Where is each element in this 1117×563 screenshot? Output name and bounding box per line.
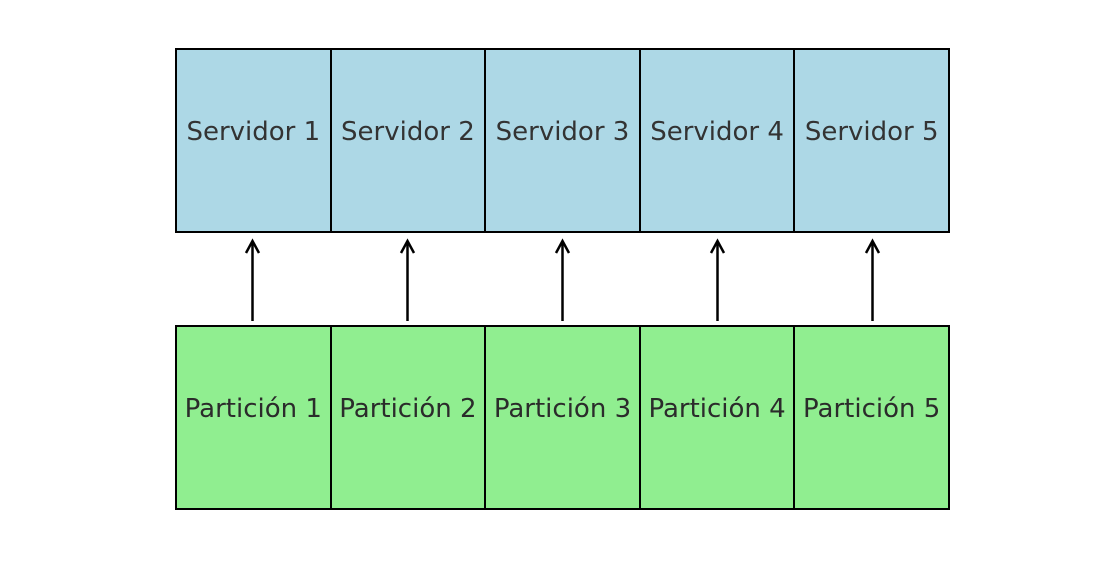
arrow-partition-3-to-server-3 (554, 238, 571, 321)
arrow-partition-2-to-server-2 (399, 238, 416, 321)
arrow-partition-4-to-server-4 (709, 238, 726, 321)
arrow-partition-5-to-server-5 (864, 238, 881, 321)
partition-box-5: Partición 5 (795, 327, 948, 508)
server-box-1: Servidor 1 (177, 50, 332, 231)
server-box-2: Servidor 2 (331, 50, 487, 231)
server-box-4: Servidor 4 (640, 50, 796, 231)
partition-box-3: Partición 3 (486, 327, 641, 508)
partition-row: Partición 1 Partición 2 Partición 3 Part… (175, 325, 950, 510)
partition-box-1: Partición 1 (177, 327, 332, 508)
partition-box-4: Partición 4 (640, 327, 796, 508)
server-box-5: Servidor 5 (795, 50, 948, 231)
server-row: Servidor 1 Servidor 2 Servidor 3 Servido… (175, 48, 950, 233)
arrow-partition-1-to-server-1 (244, 238, 261, 321)
partition-box-2: Partición 2 (331, 327, 487, 508)
server-box-3: Servidor 3 (486, 50, 641, 231)
